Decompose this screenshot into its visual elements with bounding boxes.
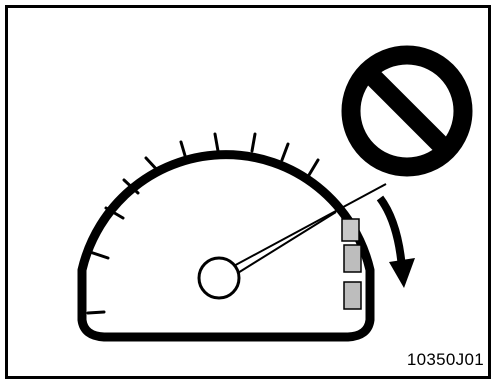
downward-curved-arrow-icon	[380, 198, 415, 288]
figure-code: 10350J01	[407, 350, 484, 370]
needle-hub	[199, 258, 239, 298]
speedometer-icon	[82, 134, 386, 337]
prohibition-icon	[351, 55, 463, 167]
warning-zone	[342, 219, 361, 309]
